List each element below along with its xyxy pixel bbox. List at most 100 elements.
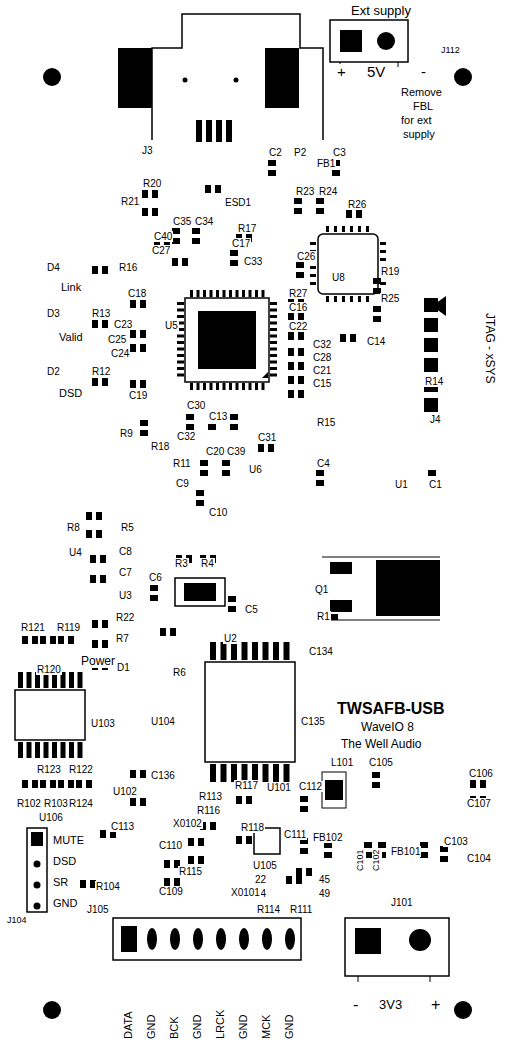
silkscreen-label: Q1 [314,584,329,595]
silkscreen-label: C28 [312,352,332,363]
silkscreen-label: 49 [318,888,331,899]
u2-regulator [175,578,225,606]
silkscreen-label: J4 [429,414,442,425]
silkscreen-label: U105 [252,860,278,871]
silkscreen-label: GND [237,1014,249,1040]
silkscreen-label: Remove [400,86,443,98]
silkscreen-label: R13 [91,308,111,319]
silkscreen-label: U5 [164,320,179,331]
silkscreen-label: SR [52,876,69,888]
silkscreen-label: L101 [330,757,354,768]
silkscreen-label: R27 [288,288,308,299]
silkscreen-label: J3 [141,145,154,156]
silkscreen-label: R19 [380,266,400,277]
silkscreen-label: U103 [90,718,116,729]
silkscreen-label: R22 [115,612,135,623]
silkscreen-label: C105 [368,757,394,768]
silkscreen-label: R17 [237,223,257,234]
silkscreen-label: R122 [68,764,94,775]
silkscreen-label: Link [60,281,82,293]
silkscreen-label: JTAG - xSYS [483,312,496,384]
silkscreen-label: C33 [243,256,263,267]
silkscreen-label: R121 [20,622,46,633]
silkscreen-label: C17 [231,238,251,249]
silkscreen-label: R102 [16,798,42,809]
silkscreen-label: Ext supply [350,4,412,18]
silkscreen-label: C103 [443,836,469,847]
silkscreen-label: C102 [372,848,382,872]
silkscreen-label: C23 [113,319,133,330]
silkscreen-label: R1 [316,611,331,622]
silkscreen-label: J101 [390,897,414,908]
silkscreen-label: R3 [174,558,189,569]
usb-connector [118,14,323,142]
silkscreen-label: R8 [66,522,81,533]
silkscreen-label: U104 [150,716,176,727]
silkscreen-label: C13 [208,411,228,422]
silkscreen-label: U8 [331,272,346,283]
silkscreen-label: GND [145,1014,157,1040]
silkscreen-label: R11 [172,458,192,469]
silkscreen-label: BCK [168,1015,180,1040]
jtag-header [424,296,446,412]
silkscreen-label: C4 [316,458,331,469]
silkscreen-label: R4 [200,558,215,569]
silkscreen-label: C6 [148,572,163,583]
silkscreen-label: D3 [46,308,61,319]
silkscreen-label: for ext [400,114,433,126]
silkscreen-label: R26 [347,199,367,210]
silkscreen-label: J105 [86,904,110,915]
silkscreen-label: U3 [118,590,133,601]
silkscreen-label: FB1 [316,158,336,169]
silkscreen-label: R14 [424,376,444,387]
silkscreen-label: U101 [266,782,292,793]
silkscreen-label: C19 [128,390,148,401]
silkscreen-label: R15 [316,417,336,428]
j104-header [27,828,47,912]
silkscreen-label: P2 [293,147,307,158]
silkscreen-label: FBL [412,100,434,112]
silkscreen-label: TWSAFB-USB [336,700,446,718]
u8-chip [318,234,378,294]
silkscreen-label: The Well Audio [340,738,423,751]
silkscreen-label: C20 [205,446,225,457]
ext-supply-terminal [330,20,408,67]
silkscreen-label: D1 [116,662,131,673]
silkscreen-label: U4 [68,547,83,558]
silkscreen-label: + [336,64,347,81]
silkscreen-label: LRCK [214,1009,226,1040]
silkscreen-label: X0101 [230,887,261,898]
silkscreen-label: C1 [428,479,443,490]
l101-inductor [322,772,346,808]
silkscreen-label: R103 [43,798,69,809]
u104-chip [205,662,295,762]
silkscreen-label: C112 [298,781,323,792]
silkscreen-label: DSD [52,855,77,867]
silkscreen-label: C40 [153,231,173,242]
silkscreen-label: C110 [158,840,183,851]
silkscreen-label: D2 [46,366,61,377]
silkscreen-label: FB101 [390,846,421,857]
silkscreen-label: DATA [122,1010,134,1040]
silkscreen-label: R7 [115,633,130,644]
silkscreen-label: C134 [308,646,334,657]
silkscreen-label: U106 [38,812,64,823]
silkscreen-label: D4 [46,262,61,273]
silkscreen-label: DSD [58,387,83,399]
silkscreen-label: C34 [194,216,214,227]
silkscreen-label: C24 [110,348,130,359]
silkscreen-label: R123 [36,764,62,775]
q1-transistor [322,557,440,620]
silkscreen-label: C113 [110,821,135,832]
silkscreen-label: Power [80,655,116,668]
silkscreen-label: 22 [254,874,267,885]
silkscreen-label: C21 [312,365,332,376]
silkscreen-label: C111 [283,829,307,840]
silkscreen-label: C7 [118,567,133,578]
smd-pads [18,160,486,950]
silkscreen-label: GND [283,1014,295,1040]
silkscreen-label: GND [52,897,78,909]
silkscreen-label: R118 [240,822,265,833]
silkscreen-label: C39 [226,446,246,457]
silkscreen-label: J104 [6,916,28,926]
